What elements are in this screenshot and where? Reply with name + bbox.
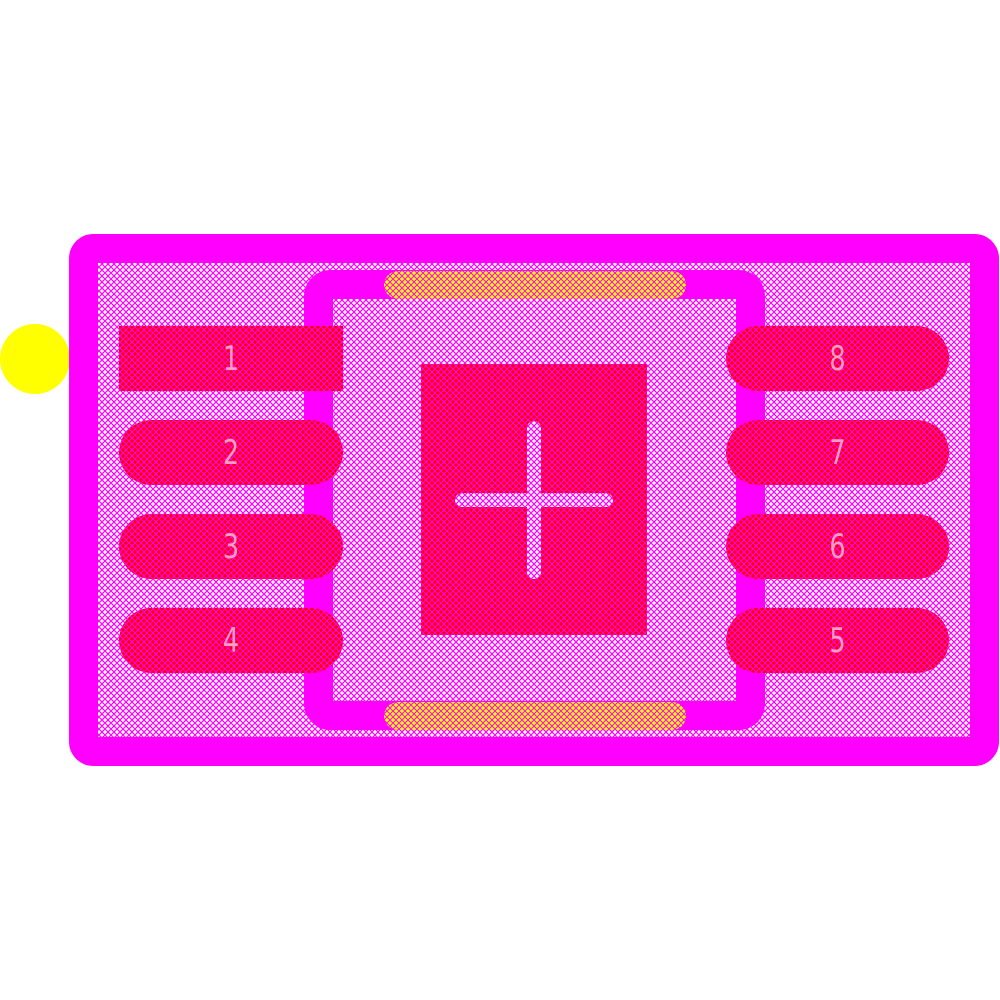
pad-number-label: 7: [829, 434, 845, 474]
pad-shape[interactable]: [119, 326, 343, 391]
pad-shape[interactable]: [119, 420, 343, 485]
pad-6[interactable]: 6: [726, 514, 949, 579]
pin1-marker-dot: [0, 324, 70, 394]
pad-number-label: 8: [829, 340, 845, 380]
pad-shape[interactable]: [119, 514, 343, 579]
courtyard-outline: [69, 234, 999, 766]
pad-5[interactable]: 5: [726, 608, 949, 673]
pad-4[interactable]: 4: [119, 608, 343, 673]
pad-8[interactable]: 8: [726, 326, 949, 391]
pad-1[interactable]: 1: [119, 326, 343, 391]
pad-shape[interactable]: [726, 514, 949, 579]
pad-group: 1 2 3 4 5 6 7 8: [119, 326, 949, 673]
pad-number-label: 3: [223, 528, 239, 568]
pad-number-label: 2: [223, 434, 239, 474]
pad-shape[interactable]: [726, 420, 949, 485]
center-cross-icon: [455, 421, 613, 579]
pad-3[interactable]: 3: [119, 514, 343, 579]
pad-shape[interactable]: [726, 608, 949, 673]
pad-2[interactable]: 2: [119, 420, 343, 485]
pad-number-label: 4: [223, 622, 239, 662]
pad-number-label: 1: [223, 340, 239, 380]
pad-number-label: 5: [829, 622, 845, 662]
pad-7[interactable]: 7: [726, 420, 949, 485]
cross-vertical-bar: [527, 421, 541, 579]
pad-shape[interactable]: [726, 326, 949, 391]
top-silkscreen-strip: [384, 271, 686, 299]
pad-shape[interactable]: [119, 608, 343, 673]
pad-number-label: 6: [829, 528, 845, 568]
bottom-silkscreen-strip: [384, 702, 686, 730]
silkscreen-strips: [384, 271, 686, 730]
